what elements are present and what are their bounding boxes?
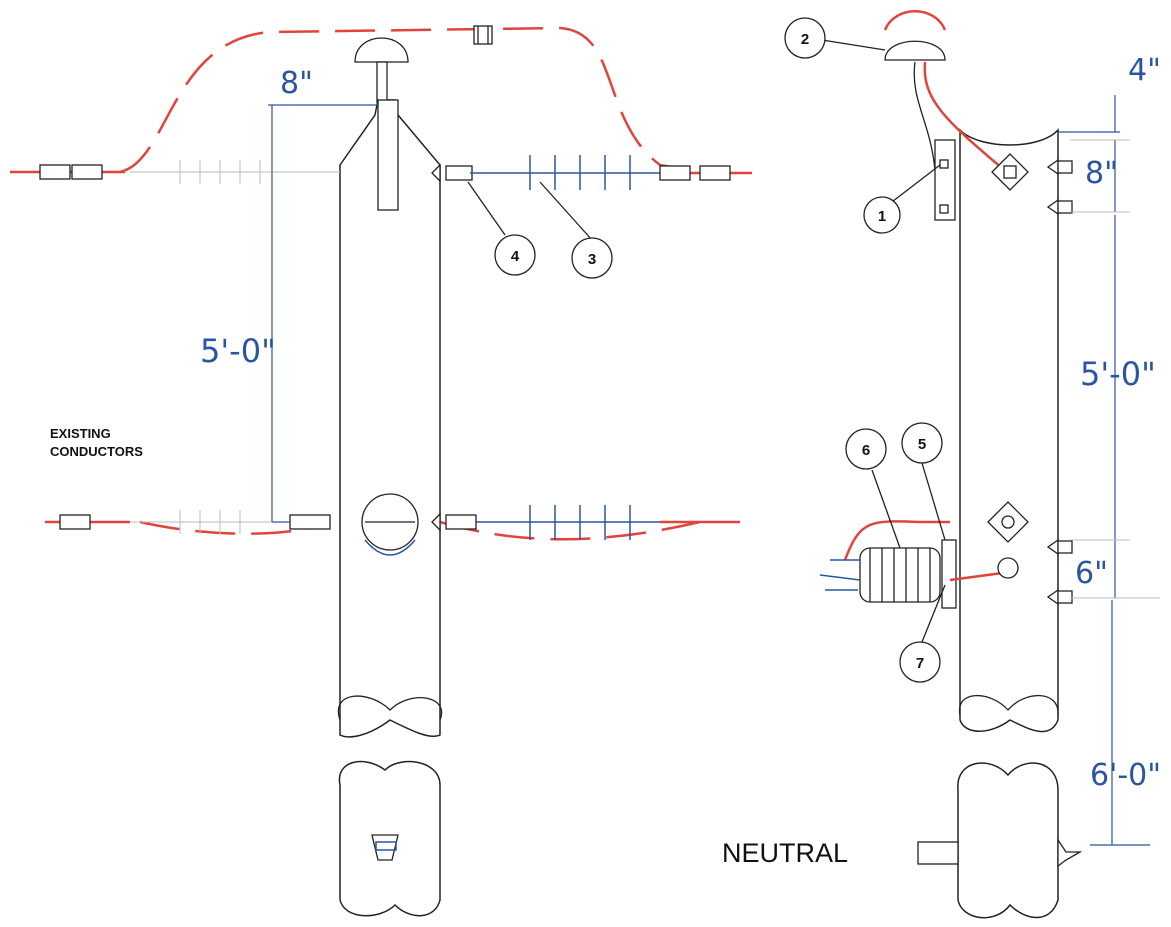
right-pole-break <box>958 694 1059 716</box>
svg-text:3: 3 <box>588 251 596 268</box>
dim-right-8in: 8" <box>1085 156 1118 191</box>
dim-left-8in: 8" <box>280 66 313 101</box>
left-pole-break <box>337 695 443 721</box>
top-pin-insulator <box>354 37 409 211</box>
callout-4: 4 <box>467 181 536 276</box>
pole-top-bracket <box>361 493 419 556</box>
dim-right-6ft: 6'-0" <box>1090 758 1161 793</box>
dim-right-4in: 4" <box>1128 53 1161 88</box>
right-ground-bolt <box>997 557 1019 579</box>
right-bolt-diamond-mid <box>987 501 1029 543</box>
dim-left-5ft: 5'-0" <box>200 332 276 370</box>
right-bolt-diamond-top <box>991 153 1029 191</box>
top-jumper-wire <box>119 26 701 174</box>
svg-text:7: 7 <box>916 655 924 672</box>
callout-7: 7 <box>899 584 946 683</box>
dim-right-5ft: 5'-0" <box>1080 355 1156 393</box>
right-view <box>819 10 1160 919</box>
svg-text:5: 5 <box>918 436 926 453</box>
callout-2: 2 <box>784 17 886 59</box>
svg-text:1: 1 <box>878 208 886 225</box>
existing-insulator-bottom-left <box>59 510 331 534</box>
right-side-bolts-top <box>1046 158 1073 216</box>
existing-conductors-label-line2: CONDUCTORS <box>50 444 143 459</box>
svg-text:6: 6 <box>862 442 870 459</box>
existing-insulator-top-left <box>39 160 340 184</box>
deadend-insulator-bottom <box>431 505 660 540</box>
neutral-bracket-right <box>917 837 1083 868</box>
top-connector <box>473 25 493 45</box>
callout-3: 3 <box>539 181 613 279</box>
bottom-right-sag-wire <box>439 520 701 541</box>
dim-right-6in: 6" <box>1075 556 1108 591</box>
right-top-insulator <box>883 10 1011 221</box>
callout-6: 6 <box>845 428 901 549</box>
callout-1: 1 <box>863 164 941 234</box>
right-pole-lower <box>957 762 1059 919</box>
right-side-bolts-low <box>1046 538 1073 606</box>
existing-conductors-label-line1: EXISTING <box>50 426 111 441</box>
svg-text:4: 4 <box>511 248 520 265</box>
neutral-label: NEUTRAL <box>722 838 848 868</box>
right-pole-upper <box>959 128 1059 733</box>
svg-text:2: 2 <box>801 31 809 48</box>
surge-arrester <box>819 520 1011 609</box>
neutral-bracket-left <box>371 834 399 861</box>
deadend-insulator-top <box>431 155 731 190</box>
left-pole-upper <box>339 99 441 738</box>
callout-5: 5 <box>901 422 946 541</box>
left-view <box>10 25 752 917</box>
